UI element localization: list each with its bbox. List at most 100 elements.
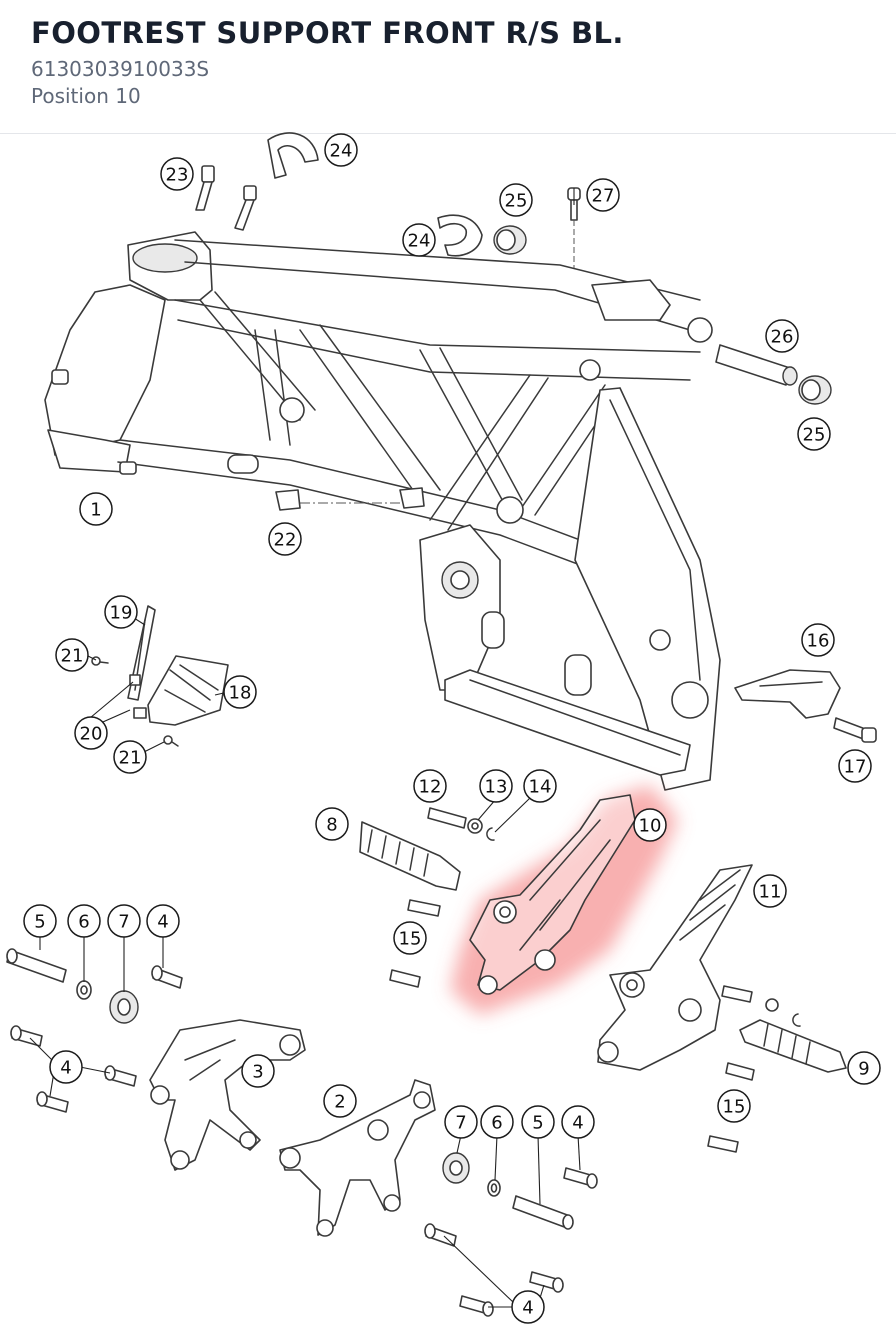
pin-part-12[interactable] bbox=[427, 807, 467, 829]
footpeg-part-9[interactable] bbox=[739, 1019, 847, 1073]
callout-6[interactable]: 6 bbox=[67, 904, 101, 938]
callout-circle bbox=[561, 1105, 595, 1139]
callout-4[interactable]: 4 bbox=[146, 904, 180, 938]
callout-10[interactable]: 10 bbox=[633, 808, 667, 842]
callout-17[interactable]: 17 bbox=[838, 749, 872, 783]
bushing-part-7-left[interactable] bbox=[109, 990, 139, 1024]
callout-number: 24 bbox=[408, 231, 431, 252]
callout-2[interactable]: 2 bbox=[323, 1084, 357, 1118]
callout-number: 21 bbox=[119, 748, 142, 769]
callout-4[interactable]: 4 bbox=[511, 1290, 545, 1324]
callout-circle bbox=[67, 904, 101, 938]
axle-part-26[interactable] bbox=[715, 344, 798, 386]
callout-circle bbox=[753, 874, 787, 908]
callout-circle bbox=[480, 1105, 514, 1139]
callout-circle bbox=[402, 223, 436, 257]
cap-part-25[interactable] bbox=[493, 225, 832, 405]
bracket-part-2[interactable] bbox=[279, 1079, 436, 1237]
bolt-part-17[interactable] bbox=[833, 717, 877, 743]
callout-circle bbox=[223, 675, 257, 709]
callout-16[interactable]: 16 bbox=[801, 623, 835, 657]
washer-part-6-right[interactable] bbox=[487, 1179, 501, 1197]
clip-part-14[interactable] bbox=[486, 827, 495, 841]
pin-spring-part-11-set[interactable] bbox=[721, 985, 801, 1027]
washer-part-6-left[interactable] bbox=[76, 980, 92, 1000]
callout-7[interactable]: 7 bbox=[444, 1105, 478, 1139]
callout-24[interactable]: 24 bbox=[324, 133, 358, 167]
bushing-part-7-right[interactable] bbox=[442, 1152, 470, 1184]
callout-number: 17 bbox=[844, 757, 867, 778]
clip-part-20[interactable] bbox=[129, 674, 147, 719]
callout-20[interactable]: 20 bbox=[74, 716, 108, 750]
callout-circle bbox=[717, 1089, 751, 1123]
callout-12[interactable]: 12 bbox=[413, 769, 447, 803]
guard-part-16[interactable] bbox=[734, 669, 841, 719]
footpeg-part-8[interactable] bbox=[359, 821, 461, 891]
bolts-part-4-right[interactable] bbox=[424, 1167, 598, 1317]
callout-25[interactable]: 25 bbox=[499, 183, 533, 217]
callout-circle bbox=[765, 319, 799, 353]
callout-1[interactable]: 1 bbox=[79, 492, 113, 526]
callout-circle bbox=[838, 749, 872, 783]
callout-22[interactable]: 22 bbox=[268, 522, 302, 556]
callout-14[interactable]: 14 bbox=[523, 769, 557, 803]
bolt-part-5-right[interactable] bbox=[512, 1195, 574, 1230]
callout-27[interactable]: 27 bbox=[586, 178, 620, 212]
callout-circle bbox=[49, 1050, 83, 1084]
callout-4[interactable]: 4 bbox=[561, 1105, 595, 1139]
callout-number: 12 bbox=[419, 777, 442, 798]
footrest-support-part-10[interactable] bbox=[469, 794, 636, 995]
callout-21[interactable]: 21 bbox=[55, 638, 89, 672]
callout-circle bbox=[511, 1290, 545, 1324]
callout-number: 13 bbox=[485, 777, 508, 798]
callout-19[interactable]: 19 bbox=[104, 595, 138, 629]
callout-13[interactable]: 13 bbox=[479, 769, 513, 803]
part-number: 6130303910033S bbox=[31, 57, 210, 81]
callout-3[interactable]: 3 bbox=[241, 1054, 275, 1088]
callout-26[interactable]: 26 bbox=[765, 319, 799, 353]
callout-5[interactable]: 5 bbox=[521, 1105, 555, 1139]
callout-15[interactable]: 15 bbox=[393, 921, 427, 955]
callout-circle bbox=[55, 638, 89, 672]
callout-number: 23 bbox=[166, 165, 189, 186]
spring-part-13[interactable] bbox=[467, 818, 483, 834]
callout-number: 6 bbox=[78, 912, 89, 933]
clip-part-22[interactable] bbox=[275, 487, 425, 511]
bolts-part-4-left[interactable] bbox=[10, 965, 183, 1113]
callout-24[interactable]: 24 bbox=[402, 223, 436, 257]
callout-9[interactable]: 9 bbox=[847, 1051, 881, 1085]
callout-number: 22 bbox=[274, 530, 297, 551]
guard-part-18[interactable] bbox=[147, 655, 229, 726]
callout-number: 10 bbox=[639, 816, 662, 837]
callout-number: 5 bbox=[532, 1113, 543, 1134]
callout-7[interactable]: 7 bbox=[107, 904, 141, 938]
bolts-part-23[interactable] bbox=[195, 165, 257, 231]
callout-23[interactable]: 23 bbox=[160, 157, 194, 191]
bolt-part-5-left[interactable] bbox=[6, 948, 67, 983]
callout-number: 18 bbox=[229, 683, 252, 704]
callout-circle bbox=[499, 183, 533, 217]
callout-8[interactable]: 8 bbox=[315, 807, 349, 841]
callout-number: 9 bbox=[858, 1059, 869, 1080]
callout-18[interactable]: 18 bbox=[223, 675, 257, 709]
callout-number: 3 bbox=[252, 1062, 263, 1083]
bushing-part-24[interactable] bbox=[267, 132, 483, 257]
footrest-support-part-11[interactable] bbox=[597, 864, 753, 1071]
callout-11[interactable]: 11 bbox=[753, 874, 787, 908]
callout-5[interactable]: 5 bbox=[23, 904, 57, 938]
callout-number: 5 bbox=[34, 912, 45, 933]
callout-25[interactable]: 25 bbox=[797, 417, 831, 451]
callout-6[interactable]: 6 bbox=[480, 1105, 514, 1139]
frame-part-1[interactable] bbox=[44, 231, 721, 791]
callout-circle bbox=[633, 808, 667, 842]
callout-circle bbox=[479, 769, 513, 803]
callout-4[interactable]: 4 bbox=[49, 1050, 83, 1084]
callout-number: 25 bbox=[803, 425, 826, 446]
callout-circle bbox=[521, 1105, 555, 1139]
screw-part-15[interactable] bbox=[389, 899, 755, 1153]
bracket-part-3[interactable] bbox=[149, 1019, 306, 1171]
callout-15[interactable]: 15 bbox=[717, 1089, 751, 1123]
callout-21[interactable]: 21 bbox=[113, 740, 147, 774]
callout-circle bbox=[74, 716, 108, 750]
